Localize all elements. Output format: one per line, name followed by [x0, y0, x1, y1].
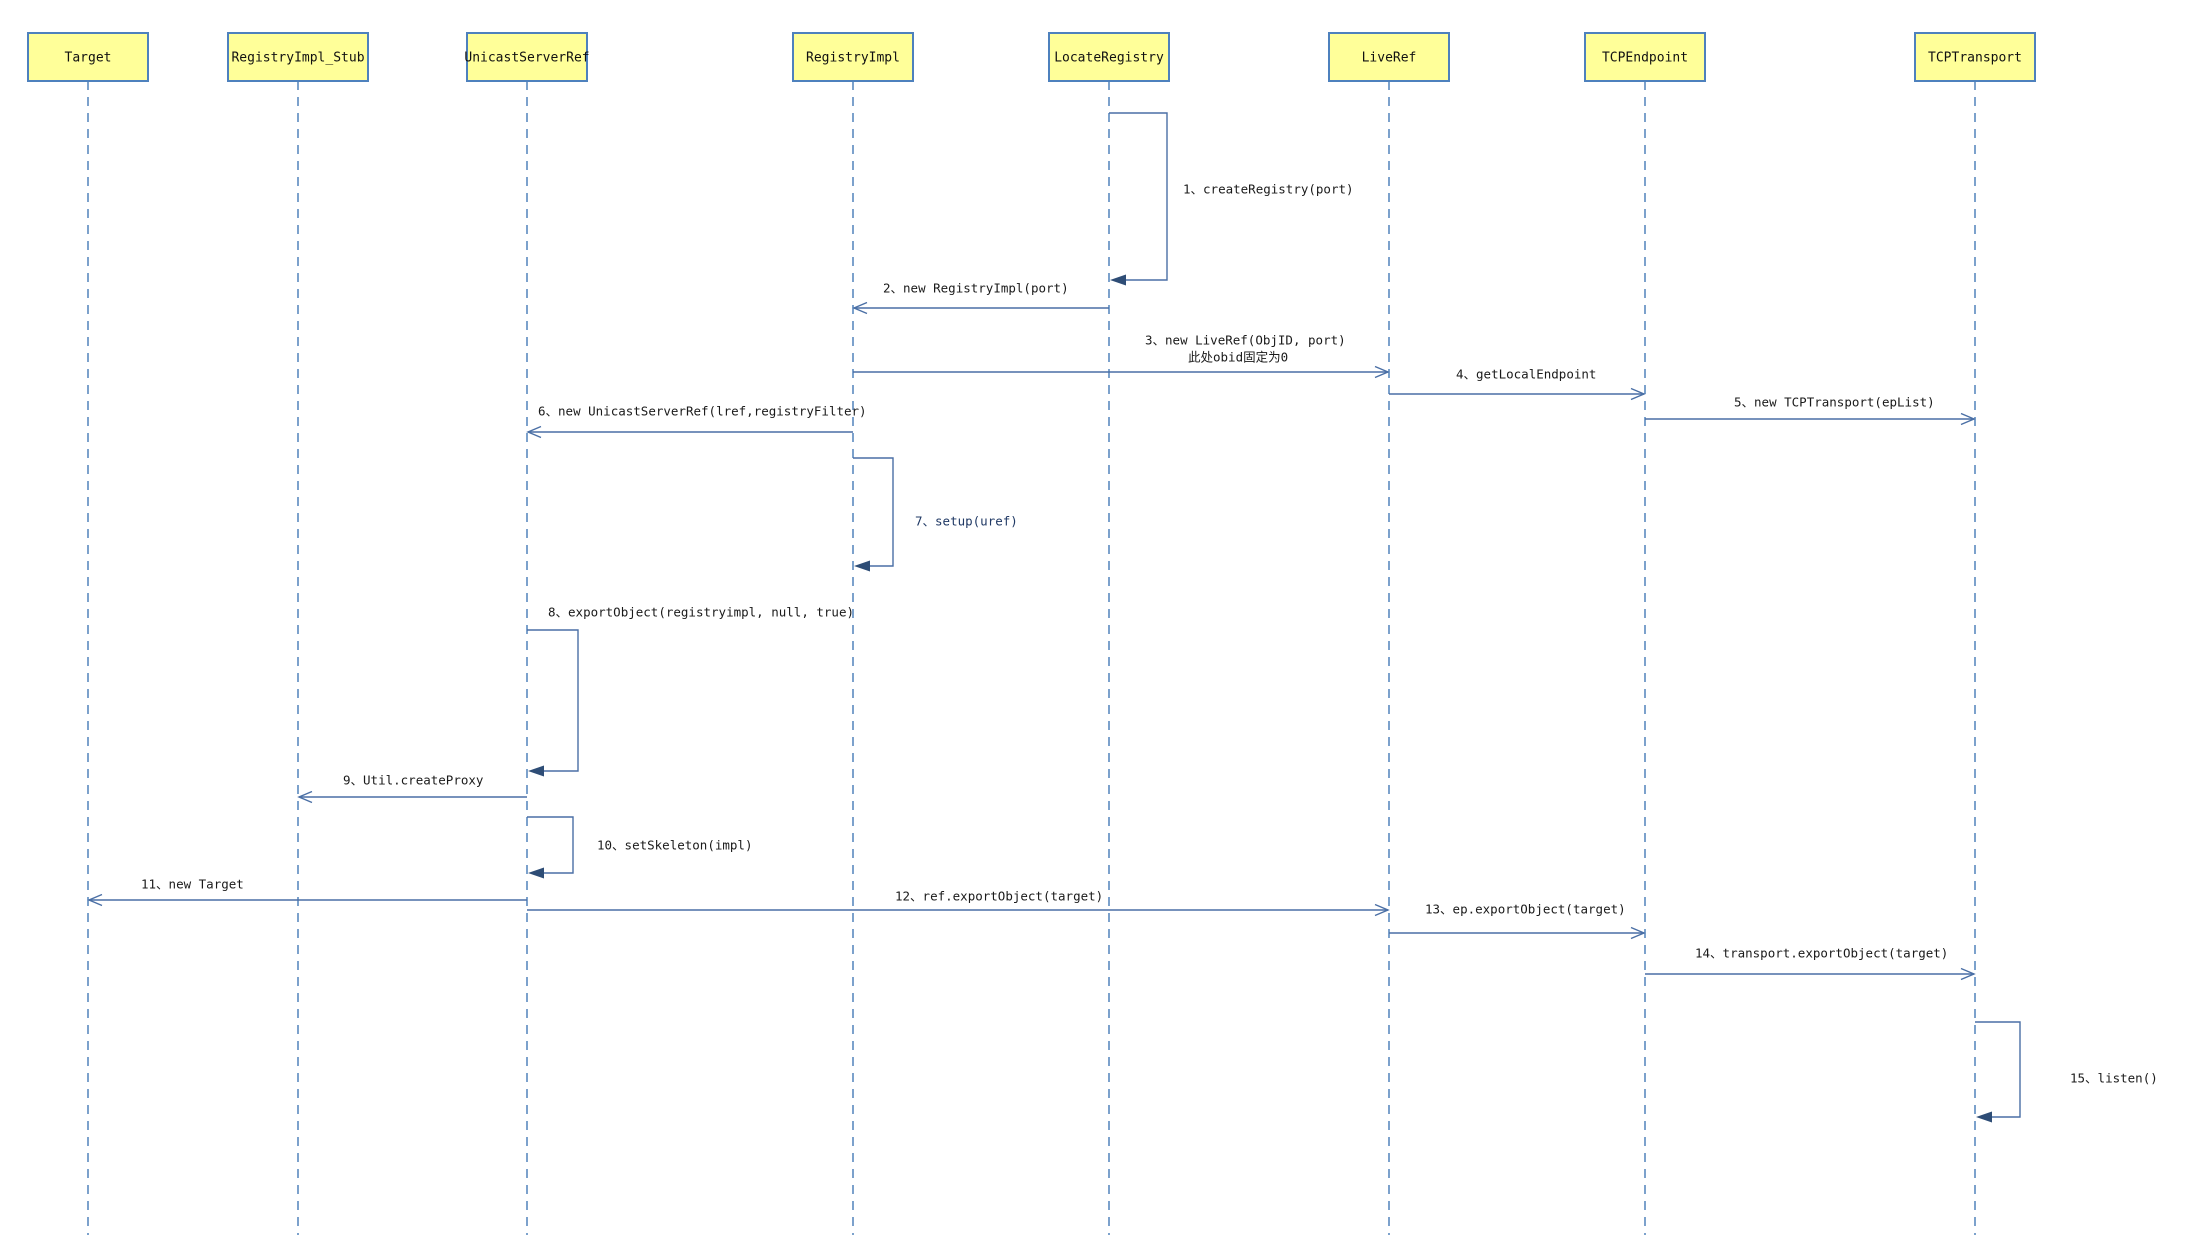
message-9: 9、Util.createProxy — [297, 773, 527, 804]
message-8: 8、exportObject(registryimpl, null, true) — [527, 605, 854, 777]
open-arrowhead-icon — [1960, 967, 1976, 981]
participant-label-LiveRef: LiveRef — [1362, 51, 1417, 66]
open-arrowhead-icon — [1630, 387, 1646, 401]
participant-label-Target: Target — [65, 51, 112, 66]
message-label-10: 10、setSkeleton(impl) — [597, 838, 753, 853]
participant-box-UnicastServerRef — [466, 32, 588, 82]
open-arrowhead-icon — [1630, 926, 1646, 940]
participant-box-RegistryImpl_Stub — [227, 32, 369, 82]
participant-box-TCPTransport — [1914, 32, 2036, 82]
message-label-1: 1、createRegistry(port) — [1183, 182, 1354, 197]
message-label-4: 4、getLocalEndpoint — [1456, 367, 1596, 382]
filled-arrowhead-icon — [1110, 274, 1126, 286]
participant-label-TCPEndpoint: TCPEndpoint — [1602, 51, 1688, 66]
message-label-11: 11、new Target — [141, 877, 244, 892]
message-label-3: 3、new LiveRef(ObjID, port) — [1145, 333, 1346, 348]
self-call-line — [527, 816, 574, 874]
message-label-15: 15、listen() — [2070, 1071, 2158, 1086]
participant-label-LocateRegistry: LocateRegistry — [1054, 51, 1164, 66]
participant-box-RegistryImpl — [792, 32, 914, 82]
filled-arrowhead-icon — [1976, 1111, 1992, 1123]
participant-label-TCPTransport: TCPTransport — [1928, 51, 2022, 66]
message-11: 11、new Target — [87, 877, 527, 907]
open-arrowhead-icon — [1374, 903, 1390, 917]
self-call-line — [853, 457, 894, 567]
message-10: 10、setSkeleton(impl) — [527, 816, 753, 879]
open-arrowhead-icon — [526, 425, 542, 439]
message-6: 6、new UnicastServerRef(lref,registryFilt… — [526, 404, 867, 439]
message-label-5: 5、new TCPTransport(epList) — [1734, 395, 1935, 410]
open-arrowhead-icon — [87, 893, 103, 907]
open-arrowhead-icon — [1374, 365, 1390, 379]
message-3: 3、new LiveRef(ObjID, port) 此处obid固定为0 — [853, 333, 1390, 379]
open-arrowhead-icon — [1960, 412, 1976, 426]
message-label-8: 8、exportObject(registryimpl, null, true) — [548, 605, 854, 620]
participant-box-LocateRegistry — [1048, 32, 1170, 82]
message-label-6: 6、new UnicastServerRef(lref,registryFilt… — [538, 404, 867, 419]
participant-label-UnicastServerRef: UnicastServerRef — [464, 51, 589, 66]
participant-box-Target — [27, 32, 149, 82]
filled-arrowhead-icon — [528, 765, 544, 777]
message-label-9: 9、Util.createProxy — [343, 773, 484, 788]
open-arrowhead-icon — [852, 301, 868, 315]
participant-box-LiveRef — [1328, 32, 1450, 82]
message-5: 5、new TCPTransport(epList) — [1645, 395, 1976, 426]
self-call-line — [1975, 1021, 2021, 1118]
message-13: 13、ep.exportObject(target) — [1389, 902, 1646, 940]
message-label-13: 13、ep.exportObject(target) — [1425, 902, 1626, 917]
self-call-line — [527, 629, 579, 772]
participant-box-TCPEndpoint — [1584, 32, 1706, 82]
message-label-7: 7、setup(uref) — [915, 514, 1018, 529]
message-label-12: 12、ref.exportObject(target) — [895, 889, 1103, 904]
message-4: 4、getLocalEndpoint — [1389, 367, 1646, 401]
message-label-2: 2、new RegistryImpl(port) — [883, 281, 1069, 296]
message-2: 2、new RegistryImpl(port) — [852, 281, 1109, 315]
message-14: 14、transport.exportObject(target) — [1645, 946, 1976, 981]
filled-arrowhead-icon — [528, 867, 544, 879]
message-label-14: 14、transport.exportObject(target) — [1695, 946, 1948, 961]
participant-label-RegistryImpl: RegistryImpl — [806, 51, 900, 66]
message-7: 7、setup(uref) — [853, 457, 1018, 572]
self-call-line — [1109, 112, 1168, 281]
message-12: 12、ref.exportObject(target) — [527, 889, 1390, 917]
filled-arrowhead-icon — [854, 560, 870, 572]
message-label-3-line2: 此处obid固定为0 — [1188, 350, 1288, 365]
message-1: 1、createRegistry(port) — [1109, 112, 1354, 286]
open-arrowhead-icon — [297, 790, 313, 804]
participant-label-RegistryImpl_Stub: RegistryImpl_Stub — [231, 51, 364, 66]
message-15: 15、listen() — [1975, 1021, 2158, 1123]
